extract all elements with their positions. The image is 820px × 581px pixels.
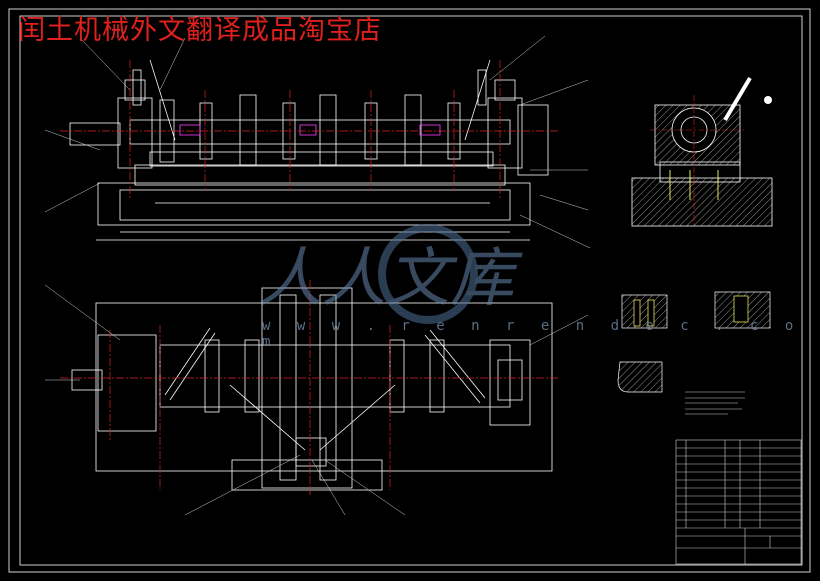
leader-lines-plan xyxy=(44,284,589,516)
crankshaft-front xyxy=(129,94,511,166)
front-view xyxy=(69,59,549,241)
center-lines-plan xyxy=(60,280,560,495)
outer-frame xyxy=(8,8,811,573)
technical-notes xyxy=(685,391,745,415)
center-lines-front xyxy=(60,60,560,200)
leader-lines-front xyxy=(44,35,591,249)
section-details xyxy=(617,291,771,393)
side-view xyxy=(631,76,773,227)
shop-watermark: 闰土机械外文翻译成品淘宝店 xyxy=(18,15,382,46)
plan-view xyxy=(71,287,553,491)
inner-frame xyxy=(19,15,803,566)
accent-parts-front xyxy=(179,124,441,136)
title-block xyxy=(675,439,802,565)
logo-text: 人人文库 xyxy=(258,242,523,316)
renrendoc-logo: 人人文库 xyxy=(258,224,523,324)
watermark-url: w w w . r e n r e n d o c . c o m xyxy=(262,318,803,350)
